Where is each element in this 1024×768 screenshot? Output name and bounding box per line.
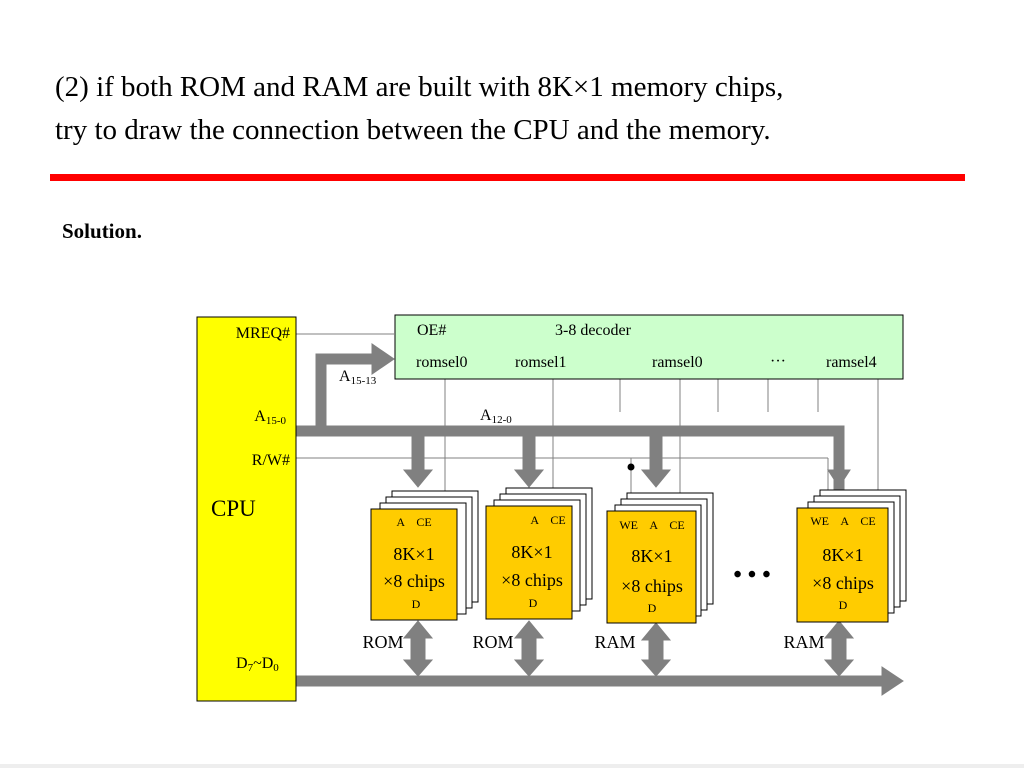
chip-face: [606, 510, 697, 624]
decoder-out-ramsel0: ramsel0: [652, 354, 703, 371]
chip-face: [485, 505, 573, 620]
cpu-data-label: D7~D0: [236, 655, 279, 674]
chip-type-label: RAM: [783, 632, 824, 652]
ram2-data-arrow: [823, 620, 855, 677]
ram2-addr-end: [827, 469, 851, 488]
cpu-block: [196, 316, 297, 702]
chip-pin-d: D: [529, 596, 538, 610]
chip-pin-d: D: [648, 601, 657, 615]
chip-face: [796, 507, 889, 623]
ram-chip-group-1: WE A CE 8K×1 ×8 chips D: [606, 492, 714, 624]
chip-pins-top: WE A CE: [810, 514, 875, 528]
cpu-mreq-label: MREQ#: [236, 325, 290, 342]
chip-pin-d: D: [412, 597, 421, 611]
cpu-addr-label: A15-0: [254, 408, 286, 427]
rom1-data-arrow: [402, 620, 434, 677]
chip-capacity: 8K×1: [822, 545, 863, 565]
decoder-block: [394, 314, 904, 380]
chip-type-label: RAM: [594, 632, 635, 652]
a12-0-main-bus: [296, 425, 845, 497]
data-bus-main: [296, 666, 904, 696]
chip-capacity: 8K×1: [511, 542, 552, 562]
decoder-out-romsel1: romsel1: [515, 354, 567, 371]
a15-13-label: A15-13: [339, 368, 377, 387]
chip-pins-top: A CE: [396, 515, 431, 529]
decoder-out-ellipsis: ···: [770, 353, 786, 370]
chip-type-label: ROM: [362, 632, 403, 652]
rom-chip-group-1: A CE 8K×1 ×8 chips D: [370, 490, 479, 621]
chip-pins-top: WE A CE: [619, 518, 684, 532]
chip-pins-top: A CE: [530, 513, 565, 527]
data-bus: [296, 620, 904, 696]
cpu-label: CPU: [211, 496, 256, 521]
chip-count: ×8 chips: [621, 576, 683, 596]
ram1-addr-drop: [640, 435, 672, 488]
rom2-data-arrow: [513, 620, 545, 677]
decoder-title: 3-8 decoder: [555, 322, 632, 339]
rw-junction-dot: [627, 463, 635, 471]
ram-chip-group-2: WE A CE 8K×1 ×8 chips D: [796, 489, 907, 623]
rom1-addr-drop: [402, 435, 434, 488]
decoder-oe-label: OE#: [417, 322, 446, 339]
chips-ellipsis: • • •: [733, 562, 770, 588]
a12-0-label: A12-0: [480, 407, 512, 426]
chip-count: ×8 chips: [501, 570, 563, 590]
rom-chip-group-2: A CE 8K×1 ×8 chips D: [485, 487, 593, 620]
slide-footer-strip: [0, 764, 1024, 768]
chip-count: ×8 chips: [383, 571, 445, 591]
cpu-rw-label: R/W#: [252, 452, 290, 469]
title-line-2: try to draw the connection between the C…: [55, 114, 771, 146]
decoder-out-romsel0: romsel0: [416, 354, 468, 371]
chip-count: ×8 chips: [812, 573, 874, 593]
chip-capacity: 8K×1: [393, 544, 434, 564]
title-underline-rule: [50, 174, 965, 181]
title-line-1: (2) if both ROM and RAM are built with 8…: [55, 71, 784, 103]
a15-13-bus: [315, 343, 395, 433]
chip-face: [370, 508, 458, 621]
chip-pin-d: D: [839, 598, 848, 612]
slide-title: (2) if both ROM and RAM are built with 8…: [55, 66, 783, 152]
chip-capacity: 8K×1: [631, 546, 672, 566]
solution-label: Solution.: [62, 219, 142, 243]
chip-type-label: ROM: [472, 632, 513, 652]
decoder-out-ramsel4: ramsel4: [826, 354, 877, 371]
ram1-data-arrow: [640, 622, 672, 677]
rom2-addr-drop: [513, 435, 545, 488]
